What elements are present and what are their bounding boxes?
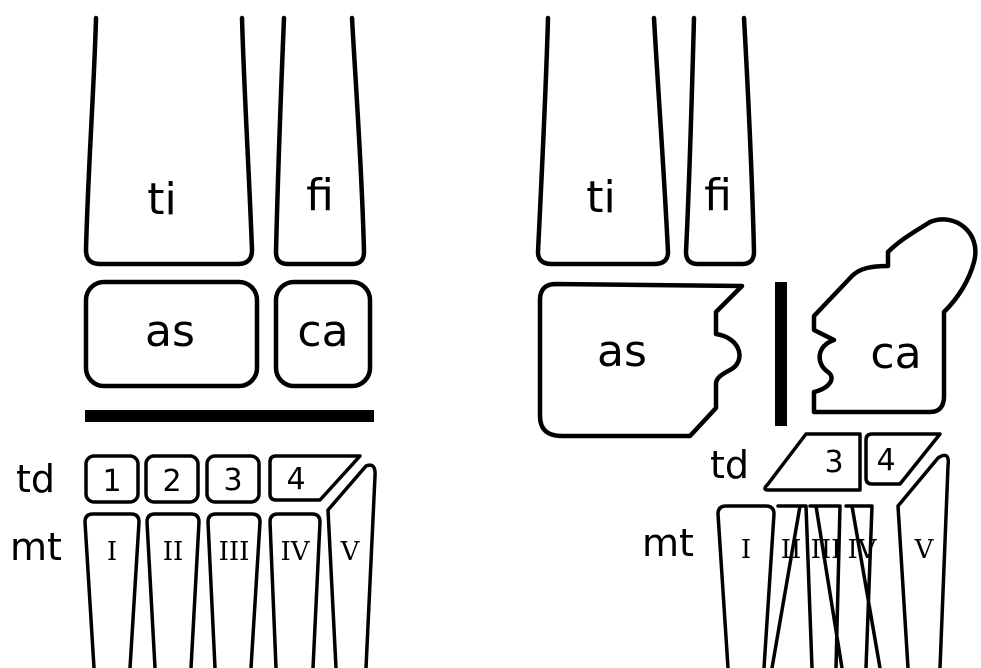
left-tibia-label: ti [147,174,176,225]
right-fibula-bone [683,15,757,267]
right-astragalus-label: as [597,326,647,377]
right-metatarsal-IV-label: IV [847,535,877,565]
left-metatarsal-II [145,512,201,668]
left-distal-tarsal-4 [268,454,362,502]
right-joint-bar [775,282,787,426]
right-distal-tarsal-3 [763,432,862,492]
left-distal-tarsal-3-label: 3 [223,463,242,498]
left-distal-tarsal-2 [144,454,200,504]
right-calcaneum-bone [811,217,978,415]
left-metatarsal-III-label: III [219,537,250,567]
left-fibula-label: fi [306,170,334,221]
left-panel: ti fi as ca td mt 1 2 3 4 I II III IV [10,15,377,668]
right-tibia-bone [535,15,671,267]
right-distal-tarsal-3-label: 3 [824,445,843,480]
left-astragalus-label: as [145,306,195,357]
right-calcaneum-label: ca [870,328,921,379]
right-metatarsal-II [770,504,814,668]
left-fibula-bone [273,15,367,267]
left-distal-tarsal-1 [84,454,140,504]
right-metatarsal-III [808,504,844,668]
left-metatarsal-III [206,512,262,668]
left-tarsal-row-label: td [16,457,55,501]
left-metatarsal-IV [268,512,322,668]
left-distal-tarsal-3 [205,454,261,504]
right-distal-tarsal-4 [864,432,942,486]
left-metatarsal-I [83,512,141,668]
right-panel: ti fi as ca td mt 3 4 I II III IV V [535,15,978,668]
right-tarsal-row-label: td [710,443,749,487]
left-calcaneum-bone [273,279,373,389]
left-distal-tarsal-4-label: 4 [286,462,305,497]
left-metatarsal-V-label: V [340,537,361,567]
left-metatarsal-row-label: mt [10,525,62,569]
right-metatarsal-IV [844,504,882,668]
left-metatarsal-V [326,463,377,668]
left-metatarsal-I-label: I [107,537,117,567]
right-tibia-label: ti [586,172,615,223]
right-distal-tarsal-4-label: 4 [876,443,895,478]
left-joint-bar [85,410,374,422]
left-metatarsal-IV-label: IV [280,537,310,567]
right-metatarsal-V-label: V [914,535,935,565]
right-metatarsal-II-label: II [781,535,802,565]
left-distal-tarsal-2-label: 2 [162,464,181,499]
right-metatarsal-V [896,453,951,668]
left-calcaneum-label: ca [297,306,348,357]
right-fibula-label: fi [704,170,732,221]
right-metatarsal-I [716,504,776,668]
right-metatarsal-III-label: III [811,535,842,565]
right-metatarsal-I-label: I [741,535,751,565]
right-astragalus-bone [537,281,745,439]
left-metatarsal-II-label: II [163,537,184,567]
right-metatarsal-row-label: mt [642,521,694,565]
left-tibia-bone [83,15,255,267]
left-astragalus-bone [83,279,260,389]
left-distal-tarsal-1-label: 1 [102,464,121,499]
